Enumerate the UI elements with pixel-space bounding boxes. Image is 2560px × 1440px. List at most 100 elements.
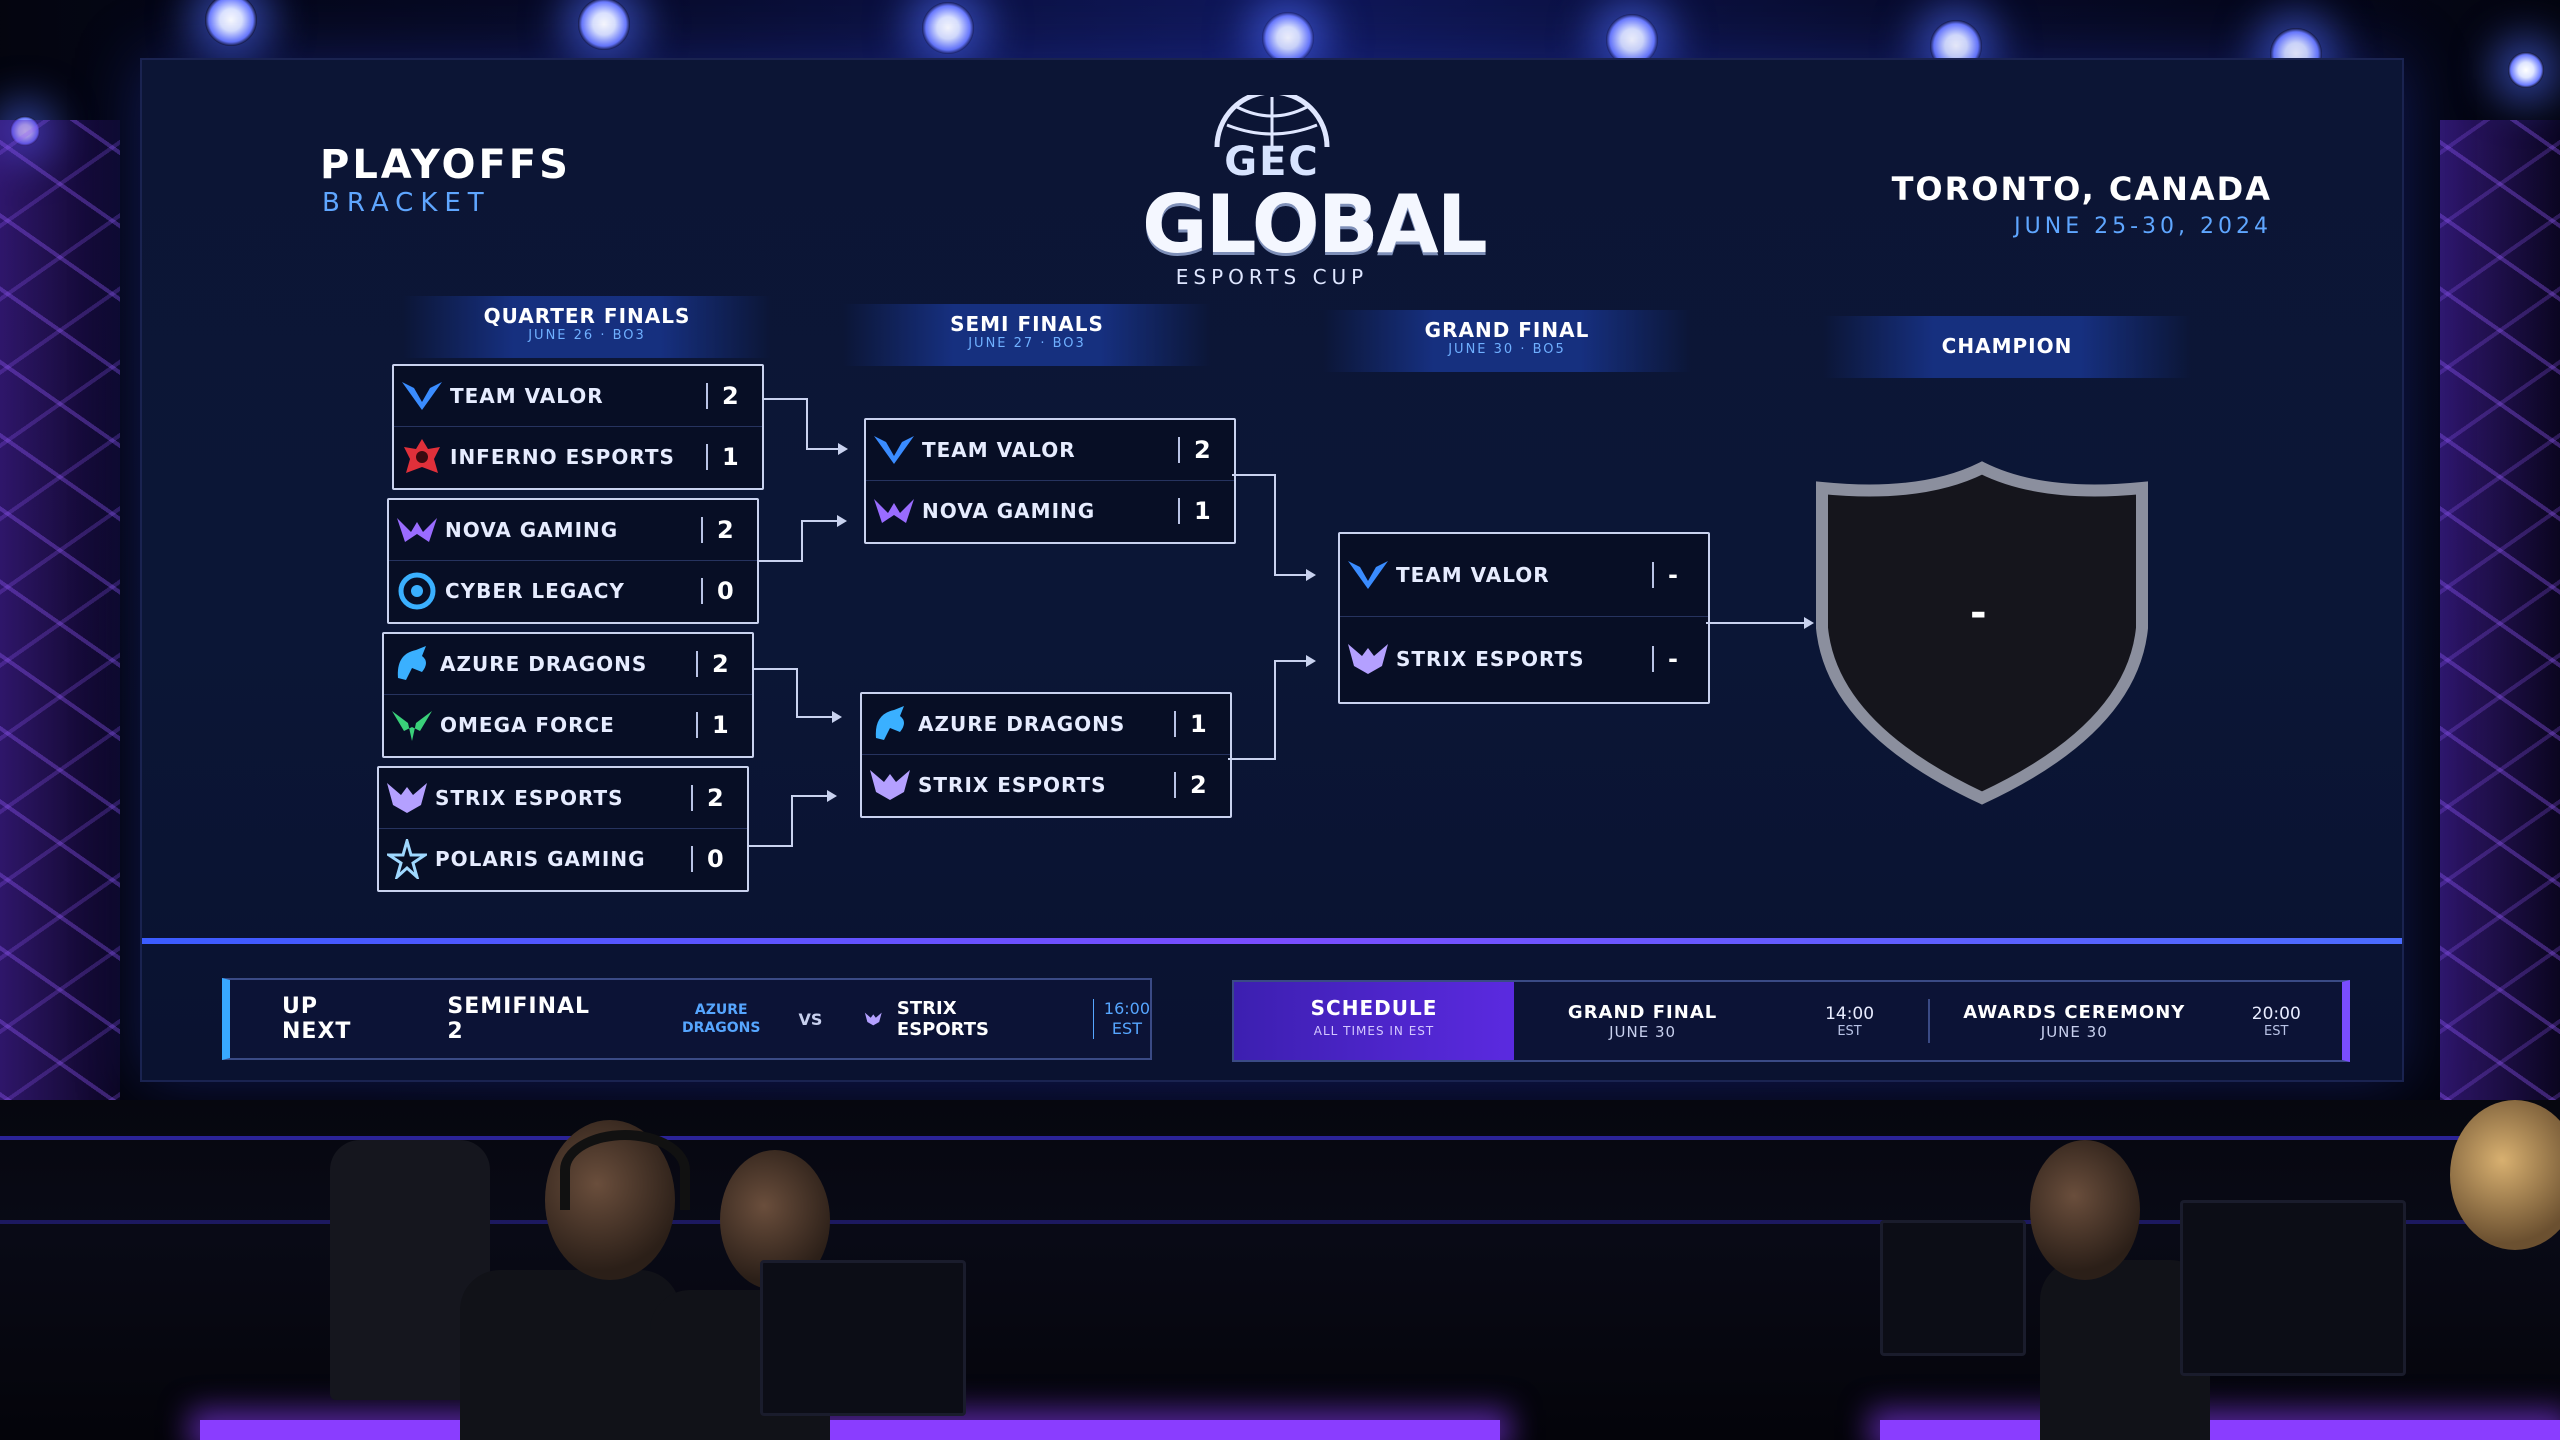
team-row: AZURE DRAGONS 1 <box>862 694 1230 755</box>
qf-match-4: STRIX ESPORTS 2 POLARIS GAMING 0 <box>377 766 749 892</box>
stage-light <box>922 2 974 54</box>
bracket-arrow <box>1306 655 1316 667</box>
bracket-connector <box>1706 622 1806 624</box>
grand-final-match: TEAM VALOR - STRIX ESPORTS - <box>1338 532 1710 704</box>
bracket-connector <box>1274 660 1308 662</box>
up-next-match: SEMIFINAL 2 <box>447 994 591 1044</box>
team-row: OMEGA FORCE 1 <box>384 695 752 755</box>
desk-light <box>1880 1420 2560 1440</box>
strix-owl-icon <box>1348 644 1388 674</box>
team-row: NOVA GAMING 2 <box>389 500 757 561</box>
stage-light <box>578 0 630 50</box>
polaris-star-icon <box>387 839 427 879</box>
bracket-arrow <box>832 711 842 723</box>
bracket-connector <box>806 448 840 450</box>
bracket-connector <box>791 795 829 797</box>
team-score: 2 <box>712 650 729 678</box>
stage-truss-right <box>2440 120 2560 1170</box>
stage-light <box>1262 12 1314 64</box>
team-score: - <box>1668 561 1678 589</box>
bracket-screen: PLAYOFFS BRACKET GEC GLOBAL ESPORTS CUP … <box>140 58 2404 1082</box>
bracket-connector <box>747 795 793 847</box>
team-score: 1 <box>712 711 729 739</box>
dragon-icon <box>397 646 426 680</box>
bracket-arrow <box>1804 617 1814 629</box>
valor-wings-icon <box>874 436 914 464</box>
sf-match-1: TEAM VALOR 2 NOVA GAMING 1 <box>864 418 1236 544</box>
arena-floor <box>0 1100 2560 1440</box>
team-score: 2 <box>717 516 734 544</box>
player-monitor <box>2180 1200 2406 1376</box>
team-score: 2 <box>722 382 739 410</box>
round-header-quarterfinals: QUARTER FINALS JUNE 26 · BO3 <box>402 296 772 358</box>
bracket-connector <box>796 716 834 718</box>
headset <box>560 1130 690 1210</box>
up-next-team-a: AZURE DRAGONS <box>682 1002 761 1036</box>
team-score: - <box>1668 645 1678 673</box>
qf-match-2: NOVA GAMING 2 CYBER LEGACY 0 <box>387 498 759 624</box>
tournament-logo: GEC GLOBAL ESPORTS CUP <box>1142 95 1488 289</box>
qf-match-1: TEAM VALOR 2 INFERNO ESPORTS 1 <box>392 364 764 490</box>
bracket-arrow <box>1306 569 1316 581</box>
round-header-champion: CHAMPION <box>1822 316 2192 378</box>
team-score: 2 <box>1190 771 1207 799</box>
team-score: 1 <box>1190 710 1207 738</box>
event-location: TORONTO, CANADA JUNE 25-30, 2024 <box>1892 170 2272 239</box>
player-silhouette <box>460 1270 680 1440</box>
up-next-panel: UP NEXT SEMIFINAL 2 AZURE DRAGONS VS STR… <box>222 978 1152 1060</box>
team-score: 1 <box>722 443 739 471</box>
player-monitor <box>1880 1220 2026 1356</box>
bracket-connector <box>1274 574 1308 576</box>
player-head <box>2450 1100 2560 1250</box>
nova-bird-icon <box>874 499 914 523</box>
strix-owl-icon <box>865 1012 883 1026</box>
bracket-connector <box>1232 474 1276 576</box>
accent-stripe <box>142 938 2402 944</box>
bracket-arrow <box>837 515 847 527</box>
nova-bird-icon <box>397 518 437 542</box>
valor-wings-icon <box>402 382 442 410</box>
sf-match-2: AZURE DRAGONS 1 STRIX ESPORTS 2 <box>860 692 1232 818</box>
stage-truss-left <box>0 120 120 1170</box>
up-next-time: 16:00 EST <box>1103 999 1150 1038</box>
champion-shield-icon <box>1816 461 2148 805</box>
bracket-arrow <box>838 443 848 455</box>
bracket-connector <box>801 520 839 522</box>
team-row: TEAM VALOR 2 <box>394 366 762 427</box>
team-row: NOVA GAMING 1 <box>866 481 1234 541</box>
strix-owl-icon <box>870 770 910 800</box>
up-next-team-b: STRIX ESPORTS <box>896 998 989 1040</box>
bracket-connector <box>762 398 808 450</box>
omega-wings-icon <box>392 711 432 741</box>
logo-gec: GEC <box>1224 139 1320 185</box>
stage-light <box>1606 14 1658 66</box>
team-score: 1 <box>1194 497 1211 525</box>
location-city: TORONTO, CANADA <box>1891 170 2272 208</box>
team-row: STRIX ESPORTS 2 <box>379 768 747 829</box>
up-next-vs: VS <box>798 1009 823 1029</box>
player-head <box>2030 1140 2140 1280</box>
valor-wings-icon <box>1348 561 1388 589</box>
team-row: CYBER LEGACY 0 <box>389 561 757 621</box>
team-row: INFERNO ESPORTS 1 <box>394 427 762 487</box>
champion-value: - <box>1970 590 1987 636</box>
round-header-grandfinal: GRAND FINAL JUNE 30 · BO5 <box>1322 310 1692 372</box>
bracket-connector <box>757 520 803 562</box>
team-score: 0 <box>717 577 734 605</box>
team-row: STRIX ESPORTS 2 <box>862 755 1230 815</box>
team-row: AZURE DRAGONS 2 <box>384 634 752 695</box>
team-score: 2 <box>707 784 724 812</box>
team-row: POLARIS GAMING 0 <box>379 829 747 889</box>
desk-light <box>200 1420 1500 1440</box>
event-dates: JUNE 25-30, 2024 <box>2014 214 2272 239</box>
cyber-eye-icon <box>398 572 436 610</box>
schedule-header: SCHEDULE ALL TIMES IN EST <box>1234 982 1514 1060</box>
bracket-connector <box>752 668 798 718</box>
dragon-icon <box>875 706 904 740</box>
qf-match-3: AZURE DRAGONS 2 OMEGA FORCE 1 <box>382 632 754 758</box>
globe-icon <box>1214 95 1330 147</box>
page-subtitle: BRACKET <box>322 188 491 218</box>
